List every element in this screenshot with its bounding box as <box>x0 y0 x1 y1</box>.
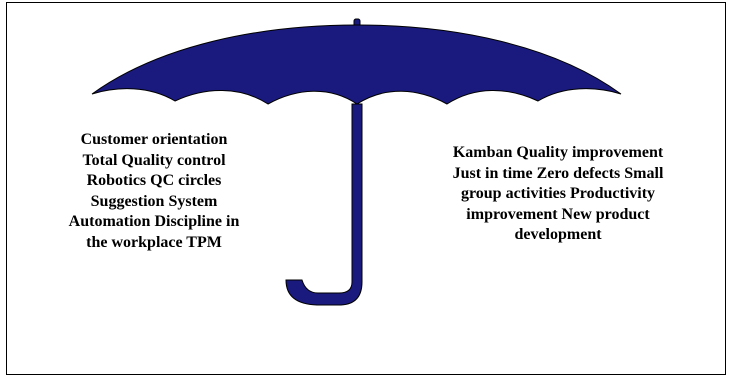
left-text-block: Customer orientation Total Quality contr… <box>34 130 274 253</box>
umbrella-handle <box>285 103 363 306</box>
right-text-line: improvement New product <box>466 205 650 223</box>
left-text-line: Robotics QC circles <box>86 172 222 189</box>
right-text-line: group activities Productivity <box>460 185 656 202</box>
left-text-line: Customer orientation <box>80 131 228 148</box>
umbrella-canopy <box>91 24 622 105</box>
right-text-line: Just in time Zero defects Small <box>452 164 664 182</box>
left-text-line: the workplace TPM <box>86 233 222 251</box>
left-text-line: Total Quality control <box>82 151 226 169</box>
left-text-line: Suggestion System <box>90 192 218 210</box>
right-text-block: Kamban Quality improvement Just in time … <box>408 143 708 246</box>
right-text-line: development <box>514 226 602 243</box>
left-text-line: Automation Discipline in <box>68 213 240 230</box>
right-text-line: Kamban Quality improvement <box>452 144 664 161</box>
